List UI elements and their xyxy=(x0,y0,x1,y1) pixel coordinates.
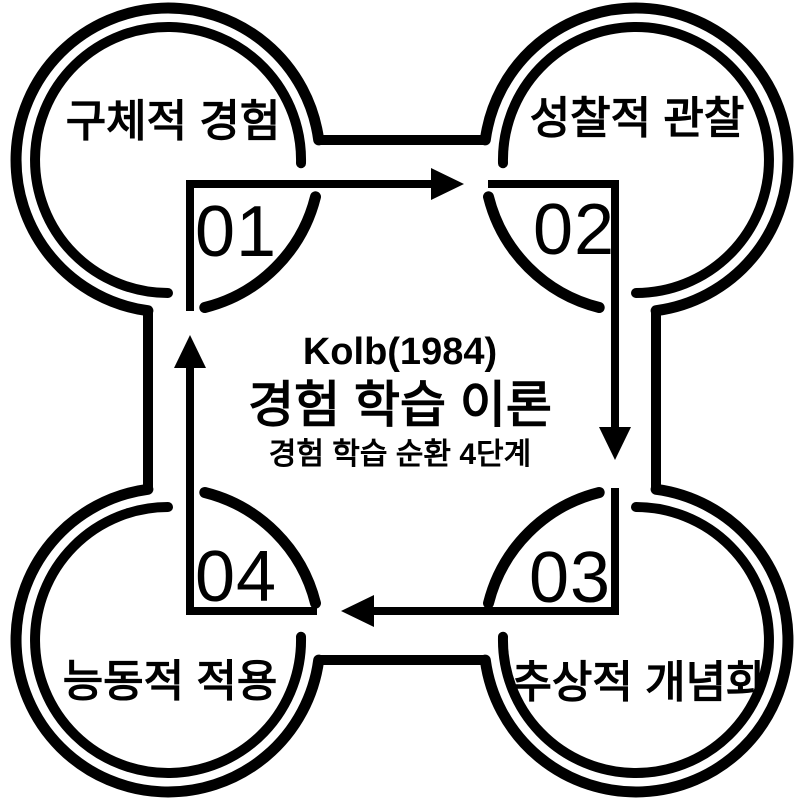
stage-2-corner-arc xyxy=(483,191,605,313)
center-title-kolb: Kolb(1984) xyxy=(302,331,498,373)
stage-3-inner-arc xyxy=(497,502,774,778)
stage-4-label: 능동적 적용 xyxy=(62,657,278,706)
arrowhead-01-to-02 xyxy=(431,168,464,200)
arrowhead-03-to-04 xyxy=(341,595,374,627)
path-corner-01 xyxy=(186,180,431,311)
stage-3-label: 추상적 개념화 xyxy=(511,658,767,707)
stage-2-inner-arc xyxy=(497,22,774,298)
stage-3-outer-arc xyxy=(479,483,794,798)
center-title-theory: 경험 학습 이론 xyxy=(248,377,552,433)
stage-1-outer-arc xyxy=(10,2,325,317)
arrowhead-02-to-03 xyxy=(599,427,631,460)
stage-4-number: 04 xyxy=(194,537,278,617)
path-corner-02 xyxy=(488,180,619,427)
arrowhead-04-to-01 xyxy=(174,335,206,368)
path-corner-04 xyxy=(186,368,317,615)
stage-4-corner-arc xyxy=(199,487,321,609)
stage-4-outer-arc xyxy=(10,483,325,798)
stage-2-label: 성찰적 관찰 xyxy=(529,94,745,143)
stage-3-corner-arc xyxy=(483,487,605,609)
stage-3-number: 03 xyxy=(528,538,612,618)
path-corner-03 xyxy=(374,488,619,615)
stage-2-outer-arc xyxy=(479,2,794,317)
center-title-block: Kolb(1984) 경험 학습 이론 경험 학습 순환 4단계 xyxy=(248,329,552,475)
stage-4-inner-arc xyxy=(30,502,307,778)
stage-1-inner-arc xyxy=(30,22,307,298)
stage-1-corner-arc xyxy=(199,191,321,313)
stage-2-number: 02 xyxy=(532,190,616,270)
center-title-subtitle: 경험 학습 순환 4단계 xyxy=(268,438,532,471)
stage-1-number: 01 xyxy=(194,192,278,272)
stage-1-label: 구체적 경험 xyxy=(65,97,281,146)
